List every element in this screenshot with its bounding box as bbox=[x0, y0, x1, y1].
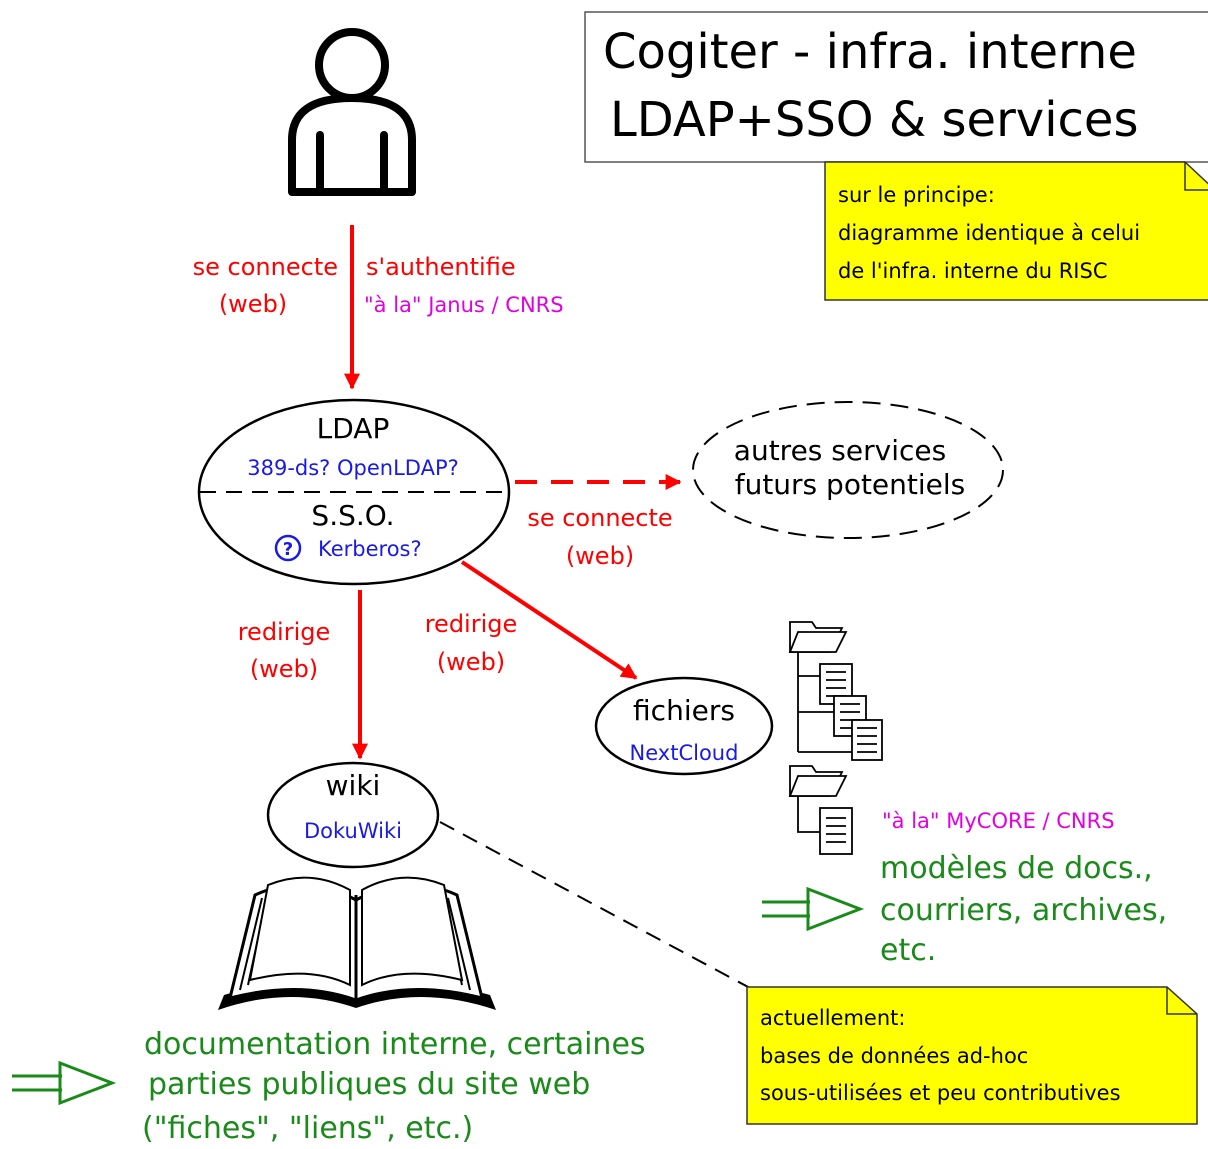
title-box: Cogiter - infra. interne LDAP+SSO & serv… bbox=[584, 11, 1208, 163]
label-future-web: (web) bbox=[566, 542, 634, 570]
wiki-result-line1: documentation interne, certaines bbox=[144, 1027, 646, 1062]
note-bottom-line2: bases de données ad-hoc bbox=[760, 1044, 1028, 1068]
label-web-user: (web) bbox=[219, 290, 287, 318]
ldap-title: LDAP bbox=[317, 412, 390, 445]
title-line2: LDAP+SSO & services bbox=[610, 92, 1138, 148]
label-wiki-web: (web) bbox=[250, 655, 318, 683]
future-line2: futurs potentiels bbox=[735, 468, 966, 501]
note-bottom-line3: sous-utilisées et peu contributives bbox=[760, 1081, 1121, 1105]
note-top-line3: de l'infra. interne du RISC bbox=[838, 259, 1107, 283]
wiki-title: wiki bbox=[326, 769, 381, 802]
future-line1: autres services bbox=[734, 434, 946, 467]
label-authentifie: s'authentifie bbox=[366, 253, 516, 281]
title-line1: Cogiter - infra. interne bbox=[603, 24, 1137, 80]
sso-title: S.S.O. bbox=[311, 499, 394, 532]
note-bottom: actuellement: bases de données ad-hoc so… bbox=[746, 986, 1198, 1125]
files-impl: NextCloud bbox=[630, 741, 739, 765]
question-circle-icon bbox=[274, 534, 302, 562]
arrow-ldap-to-files bbox=[460, 560, 638, 680]
sso-impl: Kerberos? bbox=[318, 537, 422, 561]
note-top: sur le principe: diagramme identique à c… bbox=[824, 161, 1208, 301]
file-tree-icon bbox=[788, 621, 883, 855]
mycore-reference: "à la" MyCORE / CNRS bbox=[882, 809, 1115, 833]
files-result-arrow-icon bbox=[762, 886, 865, 932]
wiki-result-line2: parties publiques du site web bbox=[148, 1067, 590, 1102]
ldap-impl: 389-ds? OpenLDAP? bbox=[247, 456, 459, 480]
label-files-web: (web) bbox=[437, 648, 505, 676]
book-icon bbox=[218, 876, 496, 1010]
wiki-result-arrow-icon bbox=[12, 1060, 117, 1106]
label-files-redirige: redirige bbox=[425, 610, 518, 638]
note-top-line1: sur le principe: bbox=[838, 183, 995, 207]
wiki-note-connector bbox=[439, 821, 751, 989]
files-title: fichiers bbox=[633, 694, 735, 727]
note-bottom-line1: actuellement: bbox=[760, 1006, 905, 1030]
wiki-result-line3: ("fiches", "liens", etc.) bbox=[142, 1111, 473, 1146]
label-se-connecte: se connecte bbox=[193, 253, 338, 281]
user-icon bbox=[288, 28, 416, 196]
label-future-connecte: se connecte bbox=[527, 504, 672, 532]
files-result-line3: etc. bbox=[880, 933, 936, 968]
label-janus-cnrs: "à la" Janus / CNRS bbox=[364, 293, 564, 317]
ldap-sso-node: LDAP 389-ds? OpenLDAP? S.S.O. ? Kerberos… bbox=[197, 398, 511, 586]
files-result-line1: modèles de docs., bbox=[880, 851, 1153, 886]
label-wiki-redirige: redirige bbox=[238, 618, 331, 646]
files-node: fichiers NextCloud bbox=[594, 676, 774, 776]
wiki-impl: DokuWiki bbox=[304, 819, 402, 843]
note-top-line2: diagramme identique à celui bbox=[838, 221, 1140, 245]
future-services-node: autres services futurs potentiels bbox=[692, 401, 1004, 539]
wiki-node: wiki DokuWiki bbox=[266, 761, 440, 869]
question-mark: ? bbox=[283, 539, 293, 560]
files-result-line2: courriers, archives, bbox=[880, 893, 1167, 928]
